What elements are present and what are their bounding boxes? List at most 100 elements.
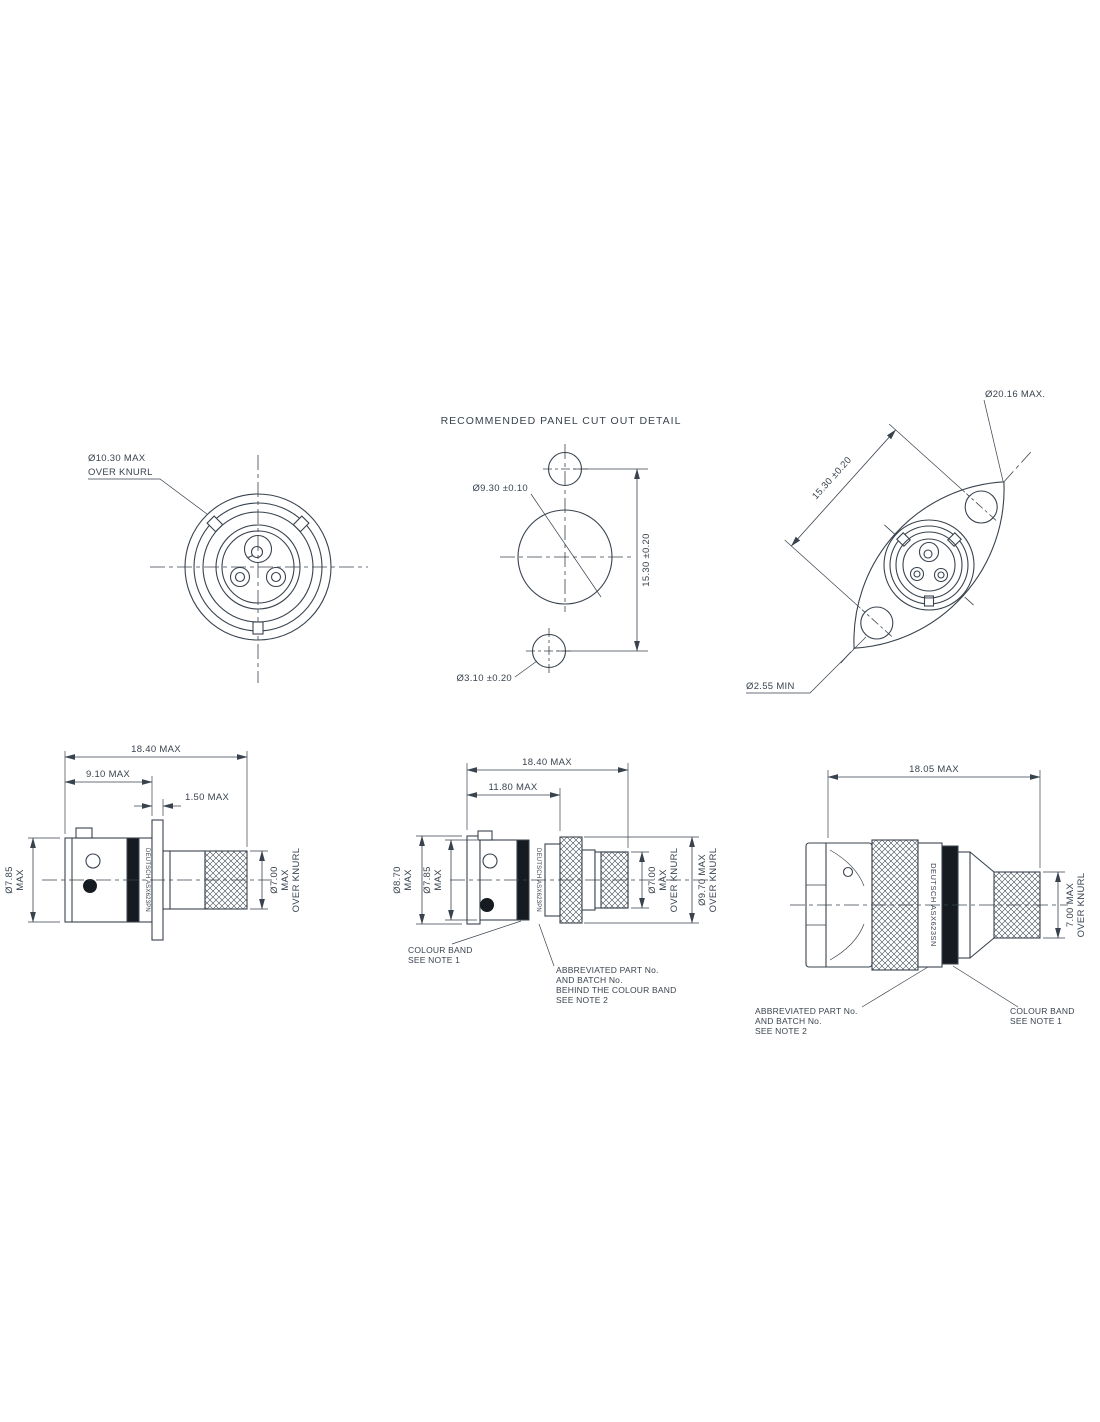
inline-part-no-callout-4: SEE NOTE 2: [556, 995, 608, 1005]
plug-part-no-leader: [861, 966, 929, 1008]
front-view-bayonet-tabs: [206, 515, 310, 635]
plug-bayonet-ramp-bottom: [829, 923, 865, 961]
receptacle-dimensions: 18.40 MAX 9.10 MAX 1.50 MAX Ø7.85 MAX Ø7…: [4, 744, 302, 923]
inline-part-no-callout-1: ABBREVIATED PART No.: [556, 965, 659, 975]
front-view: Ø10.30 MAX OVER KNURL: [88, 453, 368, 683]
plug-taper-top: [969, 851, 995, 873]
panel-cutout-key-hole-dia: Ø3.10 ±0.20: [456, 673, 512, 684]
inline-coupling-dia-label-1: Ø9.70 MAX: [697, 854, 708, 906]
plug-bayonet-pin: [842, 866, 854, 878]
receptacle-side-view: DEUTSCH ASX623PN 18.40 MAX 9.10 MAX 1.50: [4, 744, 302, 941]
receptacle-knurl-dia-label-3: OVER KNURL: [291, 848, 302, 913]
plug-part-no-callout-3: SEE NOTE 2: [755, 1026, 807, 1036]
inline-knurl-dia-label-2: MAX: [658, 869, 669, 891]
flange-spacing-ext-bottom: [784, 539, 861, 609]
inline-top-boss: [477, 830, 493, 841]
front-view-face-circle: [215, 524, 301, 610]
flange-spacing-ext-top: [888, 423, 966, 493]
front-view-knurl-label-line2: OVER KNURL: [88, 467, 153, 478]
inline-knurl-dia-label-1: Ø7.00: [647, 866, 658, 893]
plug-part-no-callout-1: ABBREVIATED PART No.: [755, 1006, 858, 1016]
flange-view: 15.30 ±0.20 Ø20.16 MAX. Ø2.55 MIN: [746, 389, 1045, 694]
receptacle-top-boss: [75, 827, 93, 839]
inline-dimensions: 18.40 MAX 11.80 MAX Ø8.70 MAX Ø7.85 MAX …: [392, 757, 719, 925]
inline-coupling-dia-label-2: OVER KNURL: [708, 848, 719, 913]
flange-outline: [853, 481, 1005, 649]
inline-bayonet-pin-filled: [480, 898, 494, 912]
inline-colour-band-callout-2: SEE NOTE 1: [408, 955, 460, 965]
flange-connector-knurl-circle: [883, 519, 975, 611]
front-view-insert-circle: [221, 530, 295, 604]
flange-mount-hole-dia-label: Ø2.55 MIN: [746, 681, 795, 692]
plug-colour-band-callout-1: COLOUR BAND: [1010, 1006, 1075, 1016]
receptacle-body-length-label: 9.10 MAX: [86, 769, 130, 780]
front-view-knurl-label-line1: Ø10.30 MAX: [88, 453, 146, 464]
flange-spacing-dim: [790, 429, 897, 547]
plug-knurl-dia-label-1: 7.00 MAX: [1065, 883, 1076, 927]
receptacle-part-marking: DEUTSCH ASX623PN: [144, 848, 150, 912]
flange-connector-insert-circle: [902, 538, 956, 592]
plug-bayonet-ramp-top: [829, 849, 865, 887]
plug-knurl-dia-label-2: OVER KNURL: [1076, 873, 1087, 938]
inline-part-no-callout-2: AND BATCH No.: [556, 975, 623, 985]
receptacle-body-dia-label-2: MAX: [15, 869, 26, 891]
inline-colour-band-leader: [451, 920, 522, 945]
inline-body-length-label: 11.80 MAX: [489, 782, 538, 793]
plug-dimensions: 18.05 MAX 7.00 MAX OVER KNURL: [827, 764, 1087, 939]
receptacle-bayonet-pin-filled: [83, 879, 97, 893]
flange-connector-face-circle: [895, 531, 963, 599]
panel-cutout-key-hole-leader: [514, 660, 538, 678]
flange-socket-contact-right: [933, 567, 949, 583]
plug-side-view: DEUTSCH ASX623SN 18.05 MAX 7.00 MAX OVER…: [755, 764, 1087, 1036]
flange-mount-hole-top: [964, 490, 998, 524]
front-view-knurl-leader: [88, 478, 208, 515]
receptacle-bayonet-pin-open: [85, 853, 101, 869]
plug-colour-band-callout-2: SEE NOTE 1: [1010, 1016, 1062, 1026]
flange-overall-dia-label: Ø20.16 MAX.: [985, 389, 1045, 400]
plug-callouts: ABBREVIATED PART No. AND BATCH No. SEE N…: [755, 965, 1075, 1036]
plug-taper-bottom: [969, 937, 995, 959]
receptacle-body-dia-label-1: Ø7.85: [4, 866, 15, 893]
flange-spacing-label: 15.30 ±0.20: [810, 455, 854, 502]
front-view-socket-contact-left: [229, 566, 251, 588]
flange-mount-hole-leader: [746, 636, 867, 694]
inline-knurl-dia-label-3: OVER KNURL: [669, 848, 680, 913]
panel-cutout-main-hole-leader: [530, 493, 602, 598]
flange-overall-dia-leader: [983, 399, 1004, 482]
inline-callouts: COLOUR BAND SEE NOTE 1 ABBREVIATED PART …: [408, 920, 676, 1005]
flange-bayonet-tabs: [896, 532, 962, 607]
inline-bayonet-pin-open: [482, 853, 498, 869]
flange-key-contact: [918, 541, 940, 563]
front-view-key-contact: [243, 534, 273, 564]
inline-shell-dia-label-1: Ø8.70: [392, 866, 403, 893]
plug-part-no-callout-2: AND BATCH No.: [755, 1016, 822, 1026]
inline-colour-band-callout-1: COLOUR BAND: [408, 945, 473, 955]
flange-mount-hole-bottom-crosshair: [861, 609, 892, 637]
panel-cutout-title: RECOMMENDED PANEL CUT OUT DETAIL: [441, 415, 682, 427]
panel-cutout-main-hole-dia: Ø9.30 ±0.10: [472, 483, 528, 494]
inline-shell-dia-label-2: MAX: [403, 869, 414, 891]
plug-overall-length-label: 18.05 MAX: [909, 764, 959, 775]
receptacle-overall-length-label: 18.40 MAX: [131, 744, 181, 755]
inline-overall-length-label: 18.40 MAX: [522, 757, 572, 768]
flange-mount-hole-bottom: [860, 606, 894, 640]
front-view-socket-contact-right: [265, 566, 287, 588]
receptacle-knurl-dia-label-1: Ø7.00: [269, 866, 280, 893]
panel-cutout-main-hole: [517, 509, 613, 605]
plug-body: DEUTSCH ASX623SN: [805, 839, 1041, 971]
inline-body-dia-label-1: Ø7.85: [422, 866, 433, 893]
inline-side-view: DEUTSCH ASX623PN 18.40 MA: [392, 757, 719, 1005]
flange-socket-contact-left: [909, 566, 925, 582]
flange-mount-hole-top-crosshair: [966, 493, 997, 521]
receptacle-flange-thickness-label: 1.50 MAX: [185, 792, 229, 803]
panel-cutout-view: RECOMMENDED PANEL CUT OUT DETAIL Ø9.30 ±…: [441, 415, 682, 684]
inline-body: DEUTSCH ASX623PN: [466, 830, 629, 925]
front-view-knurl-circle: [184, 493, 332, 641]
inline-body-dia-label-2: MAX: [433, 869, 444, 891]
inline-part-no-callout-3: BEHIND THE COLOUR BAND: [556, 985, 676, 995]
plug-colour-band-leader: [952, 965, 1019, 1008]
inline-part-no-leader: [538, 923, 555, 967]
panel-cutout-spacing-label: 15.30 ±0.20: [641, 533, 652, 586]
